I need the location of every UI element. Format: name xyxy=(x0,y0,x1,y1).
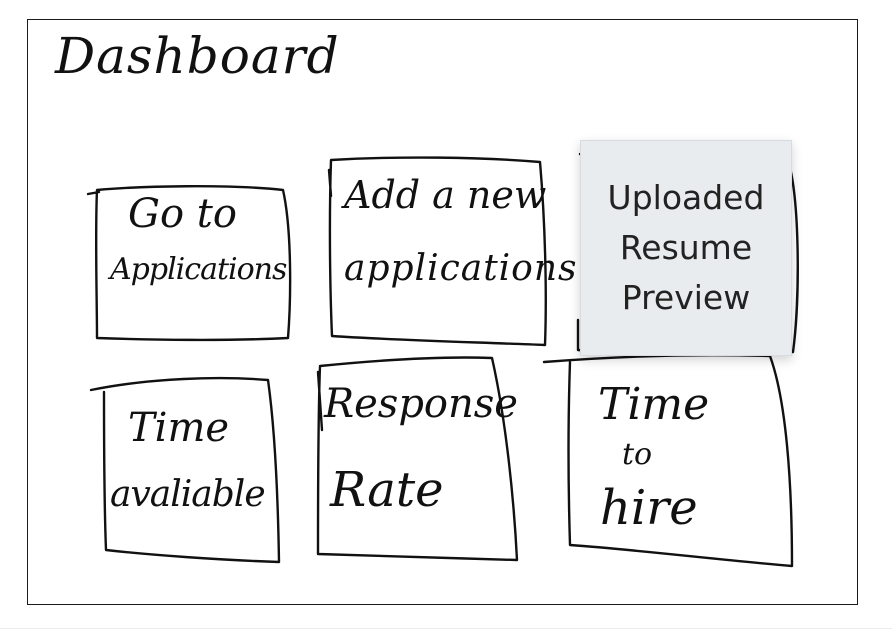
card-time-to-hire-line-3: hire xyxy=(600,480,698,536)
card-time-to-hire-line-2: to xyxy=(622,437,653,472)
sticky-note-text: Uploaded Resume Preview xyxy=(607,178,765,317)
card-go-to-applications-line-2: Applications xyxy=(110,252,287,287)
card-time-to-hire-line-1: Time xyxy=(598,379,710,430)
card-response-rate-line-1: Response xyxy=(324,381,518,427)
card-go-to-applications-line-1: Go to xyxy=(128,191,237,237)
card-add-new-application-line-1: Add a new xyxy=(344,173,547,217)
page-title: Dashboard xyxy=(55,27,340,85)
card-response-rate-line-2: Rate xyxy=(330,462,444,518)
card-outline-response-rate xyxy=(316,356,519,562)
canvas-grid-line xyxy=(0,628,892,629)
card-time-avaliable-line-1: Time xyxy=(128,405,230,451)
card-add-new-application-line-2: applications xyxy=(344,248,578,289)
uploaded-resume-preview-note[interactable]: Uploaded Resume Preview xyxy=(580,140,792,356)
card-outline-go-to-applications xyxy=(86,185,292,342)
card-outline-add-new-application xyxy=(327,156,547,347)
card-outline-time-avaliable xyxy=(89,376,281,564)
card-time-avaliable-line-2: avaliable xyxy=(110,474,266,515)
